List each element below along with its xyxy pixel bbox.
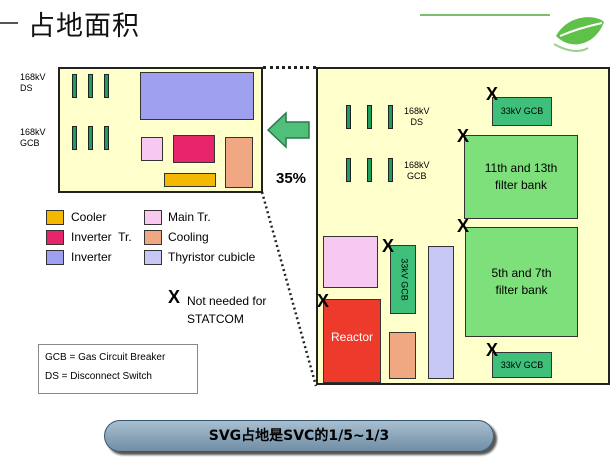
legend-label-thyristor: Thyristor cubicle xyxy=(168,250,256,264)
gcb-33kv-bottom: 33kV GCB xyxy=(492,352,552,378)
right-ds-switch xyxy=(388,105,393,129)
gcb-33kv-top: 33kV GCB xyxy=(492,97,552,126)
filter-bank-11-13-label: 11th and 13th filter bank xyxy=(484,161,558,192)
legend-label-main-tr: Main Tr. xyxy=(168,210,211,224)
summary-banner-text: SVG占地是SVC的1/5~1/3 xyxy=(208,428,390,444)
gcb-33kv-vertical-label: 33kV GCB xyxy=(399,258,410,301)
gcb-33kv-top-label: 33kV GCB xyxy=(500,106,544,116)
reduction-percentage: 35% xyxy=(276,170,307,187)
dotted-connector-bottom xyxy=(260,191,318,387)
right-gcb-breaker xyxy=(346,158,351,182)
reduction-arrow-icon xyxy=(266,111,310,149)
legend-label-inverter: Inverter xyxy=(71,250,112,264)
legend-label-cooler: Cooler xyxy=(71,210,107,224)
not-needed-x-mark: X xyxy=(317,291,330,311)
left-gcb-label: 168kV GCB xyxy=(20,127,46,148)
cooling-block xyxy=(389,332,416,379)
not-needed-x-mark: X xyxy=(457,216,470,236)
main-transformer-block xyxy=(323,236,378,288)
legend-x-mark: X xyxy=(168,287,181,307)
right-ds-switch xyxy=(367,105,372,129)
page-title: 占地面积 xyxy=(28,11,140,42)
legend-swatch-inverter xyxy=(46,250,64,265)
legend-label-cooling: Cooling xyxy=(168,230,209,244)
gcb-33kv-vertical: 33kV GCB xyxy=(390,245,416,314)
left-ds-switch xyxy=(88,74,93,98)
right-gcb-breaker xyxy=(388,158,393,182)
right-ds-label: 168kV DS xyxy=(404,106,430,127)
cooling-block xyxy=(225,137,253,188)
not-needed-x-mark: X xyxy=(457,126,470,146)
dotted-connector-top xyxy=(263,66,316,69)
main-transformer-block xyxy=(141,137,163,161)
cooler-block xyxy=(164,173,216,187)
filter-bank-11-13: 11th and 13th filter bank xyxy=(464,135,578,219)
x-note-text: Not needed for STATCOM xyxy=(187,294,267,326)
not-needed-x-mark: X xyxy=(486,84,499,104)
leaf-logo-icon xyxy=(553,17,604,52)
filter-bank-5-7-label: 5th and 7th filter bank xyxy=(491,266,552,297)
left-gcb-breaker xyxy=(88,126,93,150)
right-gcb-label: 168kV GCB xyxy=(404,160,430,181)
not-needed-x-mark: X xyxy=(382,236,395,256)
summary-banner: SVG占地是SVC的1/5~1/3 xyxy=(104,420,494,452)
reactor-label: Reactor xyxy=(330,330,374,344)
left-ds-switch xyxy=(72,74,77,98)
note-gcb: GCB = Gas Circuit Breaker xyxy=(45,352,166,363)
inverter-transformer-block xyxy=(173,135,215,163)
left-ds-switch xyxy=(104,74,109,98)
right-gcb-breaker xyxy=(367,158,372,182)
legend-swatch-cooling xyxy=(144,230,162,245)
thyristor-cubicle-block xyxy=(428,246,454,379)
header-rule xyxy=(420,14,550,16)
legend-swatch-main-tr xyxy=(144,210,162,225)
left-gcb-breaker xyxy=(104,126,109,150)
legend-swatch-thyristor xyxy=(144,250,162,265)
reactor-block: Reactor xyxy=(323,299,381,383)
legend-swatch-cooler xyxy=(46,210,64,225)
right-ds-switch xyxy=(346,105,351,129)
inverter-block xyxy=(140,72,254,120)
title-tick xyxy=(0,22,18,24)
gcb-33kv-bottom-label: 33kV GCB xyxy=(500,360,544,370)
abbreviation-notes: GCB = Gas Circuit Breaker DS = Disconnec… xyxy=(38,344,198,394)
left-ds-label: 168kV DS xyxy=(20,72,46,93)
note-ds: DS = Disconnect Switch xyxy=(45,371,152,382)
legend-swatch-inverter-tr xyxy=(46,230,64,245)
filter-bank-5-7: 5th and 7th filter bank xyxy=(465,227,578,337)
legend-label-inverter-tr: Inverter Tr. xyxy=(71,230,132,244)
not-needed-x-mark: X xyxy=(486,340,499,360)
left-gcb-breaker xyxy=(72,126,77,150)
